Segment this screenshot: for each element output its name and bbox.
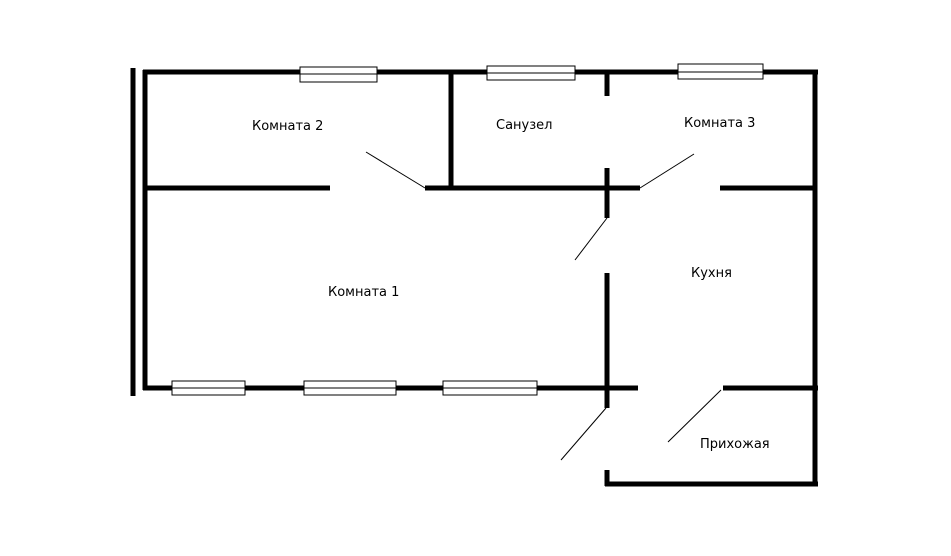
door-room2 bbox=[365, 151, 426, 189]
label-room3: Комната 3 bbox=[684, 116, 755, 131]
label-room1: Комната 1 bbox=[328, 285, 399, 300]
door-hallway bbox=[667, 389, 722, 443]
label-room2: Комната 2 bbox=[252, 119, 323, 134]
label-hallway: Прихожая bbox=[700, 437, 770, 452]
label-kitchen: Кухня bbox=[691, 266, 732, 281]
door-entrance bbox=[560, 407, 607, 461]
door-room3 bbox=[639, 153, 695, 189]
door-room1-kitchen bbox=[574, 217, 608, 261]
label-bathroom: Санузел bbox=[496, 118, 552, 133]
